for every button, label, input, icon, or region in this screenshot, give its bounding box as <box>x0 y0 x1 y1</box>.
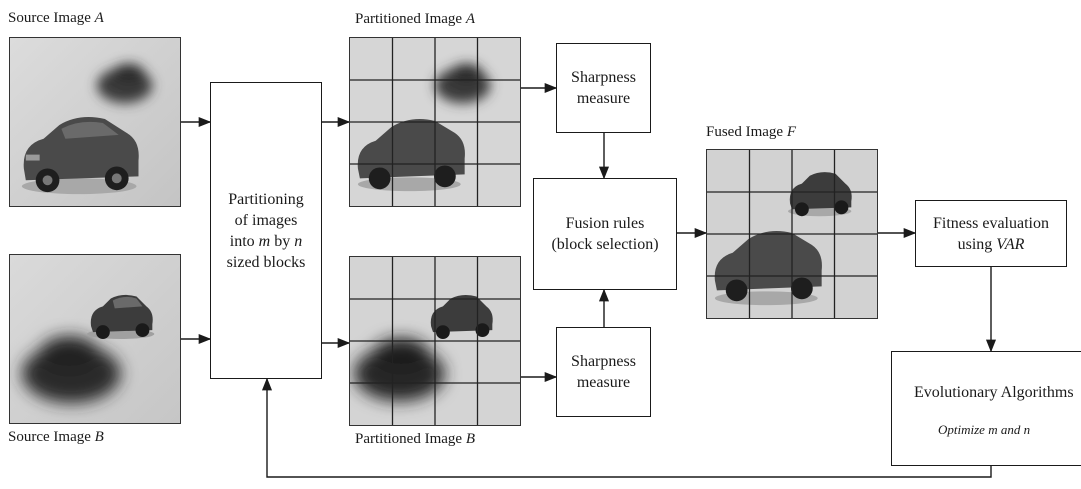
feedback-line <box>261 377 992 478</box>
evolutionary-algorithms-box: Evolutionary Algorithms Optimize m and n <box>891 351 1081 466</box>
partitioning-box: Partitioning of images into m by n sized… <box>210 82 322 379</box>
evolutionary-subtitle: Optimize m and n <box>938 422 1031 437</box>
source-image-b-label: Source Image B <box>8 429 104 445</box>
partitioned-image-b <box>349 256 521 426</box>
partitioning-line-1: Partitioning <box>228 190 304 208</box>
partitioning-line-4: sized blocks <box>226 253 306 271</box>
source-image-a <box>9 37 181 207</box>
partitioning-line-3: into m by n <box>229 232 303 250</box>
source-image-b <box>9 254 181 424</box>
fused-image-label: Fused Image F <box>706 124 796 140</box>
partitioning-line-2: of images <box>234 211 298 229</box>
car-icon <box>788 172 852 217</box>
partitioned-image-a <box>349 37 521 207</box>
partitioned-image-b-label: Partitioned Image B <box>355 431 475 447</box>
fused-image-f <box>706 149 878 319</box>
car-icon <box>21 117 139 195</box>
sharpness-measure-box-bottom: Sharpness measure <box>556 327 651 417</box>
car-icon <box>87 294 155 339</box>
source-image-a-label: Source Image A <box>8 10 104 26</box>
sharpness-measure-box-top: Sharpness measure <box>556 43 651 133</box>
evolutionary-title: Evolutionary Algorithms <box>914 384 1074 401</box>
partitioned-image-a-label: Partitioned Image A <box>355 11 475 27</box>
fitness-evaluation-box: Fitness evaluation using VAR <box>915 200 1067 267</box>
fusion-rules-box: Fusion rules (block selection) <box>533 178 677 290</box>
